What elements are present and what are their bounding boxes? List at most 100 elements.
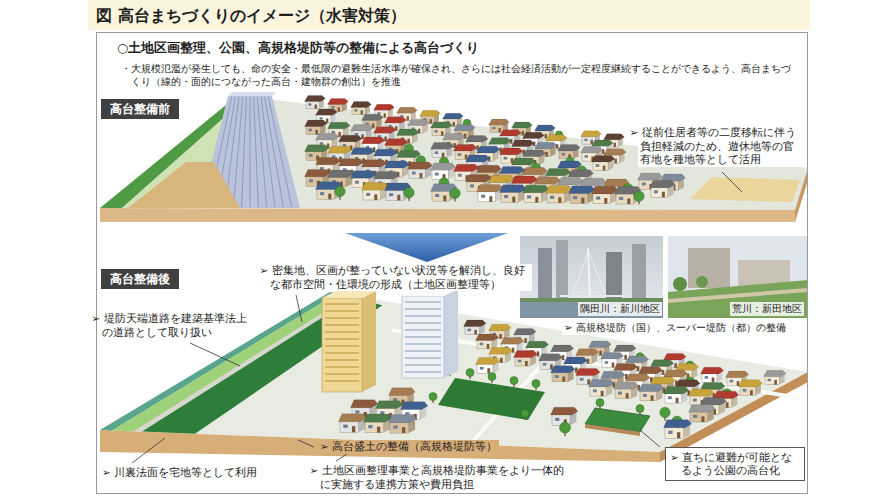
house-window xyxy=(619,197,623,200)
house-roof xyxy=(526,341,549,348)
house-door xyxy=(750,390,753,395)
seed-land xyxy=(690,177,800,202)
house-roof xyxy=(500,130,522,136)
house-door xyxy=(591,140,593,144)
house-roof xyxy=(476,334,499,341)
house-window xyxy=(768,379,771,382)
house-wall xyxy=(490,125,503,133)
house-roof xyxy=(614,364,638,371)
building-windows xyxy=(325,338,359,339)
photo-bridge xyxy=(588,248,590,300)
house xyxy=(431,163,456,179)
house-roof xyxy=(614,345,637,352)
photo-building xyxy=(688,248,730,288)
house-window xyxy=(643,394,647,397)
high-ground-fill xyxy=(100,430,660,462)
ground-top xyxy=(100,96,808,210)
house xyxy=(589,380,614,397)
house-door xyxy=(674,363,677,368)
house-roof xyxy=(601,352,624,359)
tree xyxy=(335,186,345,199)
house-roof xyxy=(362,114,384,120)
house-wall xyxy=(602,359,617,368)
house-door xyxy=(581,198,584,204)
building-windows xyxy=(325,352,359,353)
house-wall xyxy=(702,373,717,382)
house-roof xyxy=(639,367,663,374)
house xyxy=(558,144,581,159)
house-roof xyxy=(328,170,354,177)
building-windows xyxy=(405,329,441,330)
house-window xyxy=(605,361,609,364)
photo-tree xyxy=(673,277,687,291)
house xyxy=(339,414,367,433)
house-door xyxy=(550,364,553,369)
houses xyxy=(305,96,686,205)
house-roof xyxy=(569,170,594,177)
house-roof xyxy=(477,165,502,172)
tree-crown xyxy=(450,188,460,198)
house-roof xyxy=(454,144,477,151)
house-window xyxy=(393,425,397,428)
building-windows xyxy=(405,371,441,372)
photo-tower xyxy=(632,244,646,300)
house-window xyxy=(693,415,697,418)
park xyxy=(438,378,545,420)
house-roof xyxy=(512,140,535,146)
stage-tag: 高台整備後 xyxy=(101,269,179,289)
house-roof xyxy=(328,99,349,105)
house-wall xyxy=(547,193,564,203)
house-roof xyxy=(362,160,387,167)
down-arrow xyxy=(345,233,508,262)
tree xyxy=(660,407,670,420)
house-wall xyxy=(690,412,708,422)
house xyxy=(664,387,689,404)
house-roof xyxy=(551,345,574,352)
house-window xyxy=(320,142,324,145)
photo-path xyxy=(668,290,808,301)
photo-bridge xyxy=(589,252,606,296)
house-roof xyxy=(664,354,687,360)
house-roof xyxy=(523,185,550,193)
leader-line xyxy=(722,172,742,192)
callout-text: ➢ 堤防天端道路を建築基準法上の道路として取り扱い xyxy=(100,312,250,339)
tree-crown xyxy=(532,380,540,388)
house-roof xyxy=(523,132,545,138)
house-roof xyxy=(316,109,338,115)
house-door xyxy=(587,359,590,364)
house-roof xyxy=(397,151,421,158)
house-wall xyxy=(365,422,384,433)
house-window xyxy=(492,127,495,129)
house-door xyxy=(453,122,455,126)
house-roof xyxy=(626,374,651,381)
house xyxy=(514,351,538,366)
house-roof xyxy=(339,135,362,142)
building-windows xyxy=(405,322,441,323)
tree xyxy=(466,369,474,379)
house-roof xyxy=(676,364,699,371)
house-wall xyxy=(465,326,479,335)
house xyxy=(431,143,454,158)
house-roof xyxy=(551,407,578,415)
callout-text: 隅田川：新川地区 xyxy=(578,302,662,316)
house-window xyxy=(435,173,439,176)
house-roof xyxy=(592,186,619,194)
house-window xyxy=(584,139,587,141)
house-window xyxy=(573,196,577,199)
house-roof xyxy=(385,139,408,146)
house-roof xyxy=(546,186,573,194)
house-roof xyxy=(650,180,676,187)
house-window xyxy=(596,164,600,167)
house-window xyxy=(389,193,393,196)
house-door xyxy=(315,104,317,108)
house-roof xyxy=(389,388,416,396)
house-window xyxy=(705,376,709,379)
tree-crown xyxy=(429,393,437,401)
figure-title: 図 高台まちづくりのイメージ（水害対策） xyxy=(96,6,406,26)
house-door xyxy=(624,355,627,360)
house-roof xyxy=(374,104,395,110)
house-door xyxy=(361,110,363,114)
callout-text: ➢ 密集地、区画が整っていない状況等を解消し、良好な都市空間・住環境の形成（土地… xyxy=(268,264,532,291)
levee-stripe xyxy=(257,97,266,207)
house xyxy=(592,155,615,170)
